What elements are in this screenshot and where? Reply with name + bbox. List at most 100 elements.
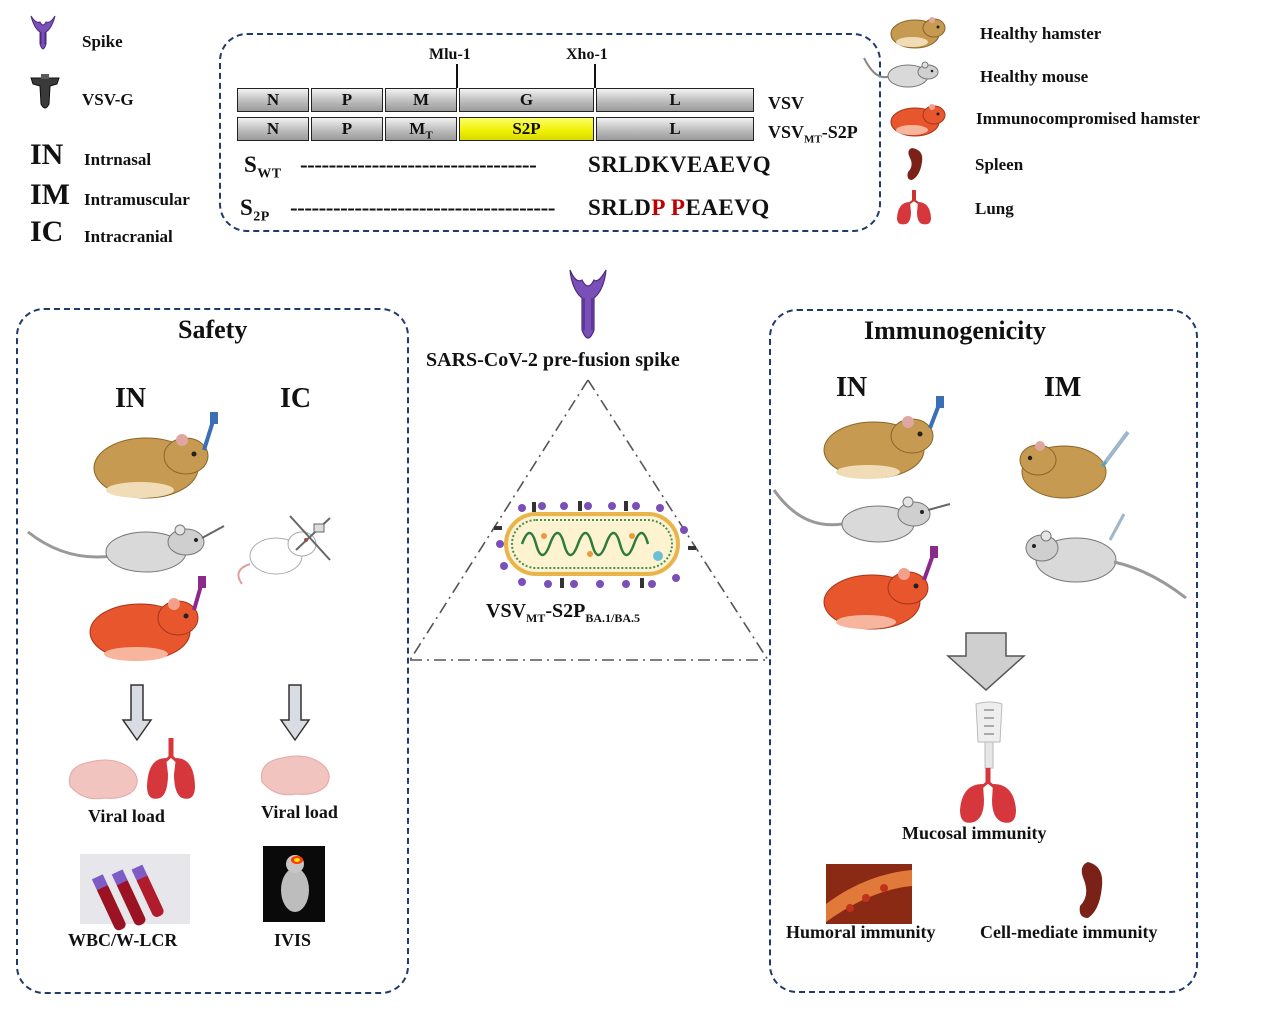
blood-tubes-image (80, 854, 190, 931)
route-ic-abbr: IC (30, 215, 64, 248)
gene-p-vsv: P (311, 88, 383, 112)
safety-hamster-in (93, 412, 218, 499)
vsvmt-label-tail: -S2P (821, 122, 858, 142)
seq-2p-part-a: SRLD (588, 195, 652, 220)
legend-healthy-hamster: Healthy hamster (980, 24, 1102, 43)
safety-ic-arrow (279, 684, 311, 742)
seq-wt-residues: SRLDKVEAEVQ (588, 152, 772, 177)
mlu1-site-marker (456, 64, 458, 88)
blood-vessel-image (826, 864, 912, 924)
seq-wt-sub: WT (257, 166, 282, 182)
virion-label-sub2: BA.1/BA.5 (585, 611, 641, 625)
route-in-abbr: IN (30, 138, 64, 171)
safety-in-arrow (121, 684, 153, 742)
humoral-immunity-label: Humoral immunity (786, 922, 936, 942)
route-im-name: Intramuscular (84, 190, 190, 209)
gene-n-vsvmt: N (237, 117, 309, 141)
immuno-hamster-in (823, 396, 944, 479)
seq-2p-proline-1: P (651, 195, 665, 220)
immuno-mouse-in (772, 489, 951, 543)
safety-brain-ic (260, 755, 330, 796)
prefusion-spike-icon (569, 269, 607, 339)
seq-2p-sub: 2P (253, 209, 270, 225)
gene-mt-main: M (409, 119, 426, 138)
immunogenicity-panel (769, 309, 1198, 993)
safety-viral-load-in: Viral load (88, 806, 165, 826)
cell-mediated-immunity-label: Cell-mediate immunity (980, 922, 1158, 942)
legend-spleen: Spleen (975, 155, 1024, 174)
construct-panel (219, 33, 881, 232)
safety-mouse-ic (237, 515, 331, 585)
immuno-immunocompromised-hamster-in (823, 546, 938, 630)
lung-legend-icon (897, 190, 931, 225)
safety-panel (16, 308, 409, 994)
mucosal-immunity-label: Mucosal immunity (902, 823, 1047, 843)
safety-mouse-in (27, 524, 225, 573)
gene-n-vsv: N (237, 88, 309, 112)
immuno-result-arrow (946, 632, 1026, 692)
legend-immunocompromised-hamster: Immunocompromised hamster (976, 109, 1200, 128)
safety-assay-ivis: IVIS (274, 930, 312, 950)
gene-s2p-insert: S2P (459, 117, 594, 141)
seq-2p-proline-2: P (670, 195, 686, 220)
healthy-hamster-icon (890, 17, 946, 49)
virion-label-mid: -S2P (545, 600, 586, 622)
seq-2p-dashes: ------------------------------------- (290, 195, 555, 220)
airway-icon (975, 701, 1003, 769)
vsv-construct-label: VSV (768, 93, 805, 113)
gene-l-vsv: L (596, 88, 754, 112)
spike-legend-label: Spike (82, 32, 123, 51)
immuno-spleen-icon (1079, 862, 1103, 918)
gene-l-vsvmt: L (596, 117, 754, 141)
gene-g-vsv: G (459, 88, 594, 112)
route-im-abbr: IM (30, 178, 70, 211)
vsvmt-label-sub: MT (804, 133, 822, 146)
immunocompromised-hamster-icon (890, 104, 946, 137)
spleen-icon (907, 148, 923, 180)
vsvg-legend-icon (30, 74, 60, 109)
seq-2p-residues: SRLDP PEAEVQ (588, 195, 770, 221)
gene-m-vsv: M (385, 88, 457, 112)
immunogenicity-title: Immunogenicity (864, 316, 1046, 345)
healthy-mouse-icon (863, 57, 939, 88)
immuno-im-header: IM (1044, 372, 1082, 403)
vsvmt-s2p-virion (494, 501, 696, 588)
safety-brain-in (68, 759, 138, 800)
safety-in-header: IN (115, 383, 147, 414)
mlu1-site-label: Mlu-1 (429, 46, 471, 63)
vsvmt-s2p-construct-label: VSVMT-S2P (768, 122, 858, 146)
vsvmt-label-main: VSV (768, 122, 805, 142)
virion-label-main: VSV (486, 600, 527, 622)
virion-label: VSVMT-S2PBA.1/BA.5 (486, 600, 640, 626)
immuno-hamster-im (1019, 430, 1130, 499)
seq-wt-main: S (244, 152, 258, 177)
safety-viral-load-ic: Viral load (261, 802, 338, 822)
gene-mt-sub: T (425, 129, 433, 142)
seq-2p-name: S2P (240, 195, 270, 226)
legend-healthy-mouse: Healthy mouse (980, 67, 1089, 86)
xho1-site-marker (594, 64, 596, 88)
legend-lung: Lung (975, 199, 1014, 218)
gene-mt-vsvmt: MT (385, 117, 457, 141)
seq-wt-dashes: --------------------------------- (300, 152, 537, 177)
seq-2p-main: S (240, 195, 254, 220)
mucosal-lung-icon (960, 768, 1016, 823)
route-ic-name: Intracranial (84, 227, 173, 246)
seq-2p-part-b: EAEVQ (685, 195, 770, 220)
safety-lung-in (147, 738, 195, 799)
safety-title: Safety (178, 315, 248, 344)
immuno-in-header: IN (836, 372, 868, 403)
safety-assay-wbc: WBC/W-LCR (68, 930, 178, 950)
xho1-site-label: Xho-1 (566, 46, 608, 63)
safety-immunocompromised-hamster-in (89, 576, 206, 661)
virion-label-sub1: MT (526, 611, 546, 625)
seq-wt-name: SWT (244, 152, 282, 183)
spike-legend-icon (30, 15, 56, 50)
gene-p-vsvmt: P (311, 117, 383, 141)
ivis-image (263, 846, 325, 922)
safety-ic-header: IC (280, 383, 312, 414)
route-in-name: Intrnasal (84, 150, 152, 169)
immuno-mouse-im (1025, 513, 1187, 600)
vsvg-legend-label: VSV-G (82, 90, 134, 109)
prefusion-spike-caption: SARS-CoV-2 pre-fusion spike (426, 349, 680, 371)
